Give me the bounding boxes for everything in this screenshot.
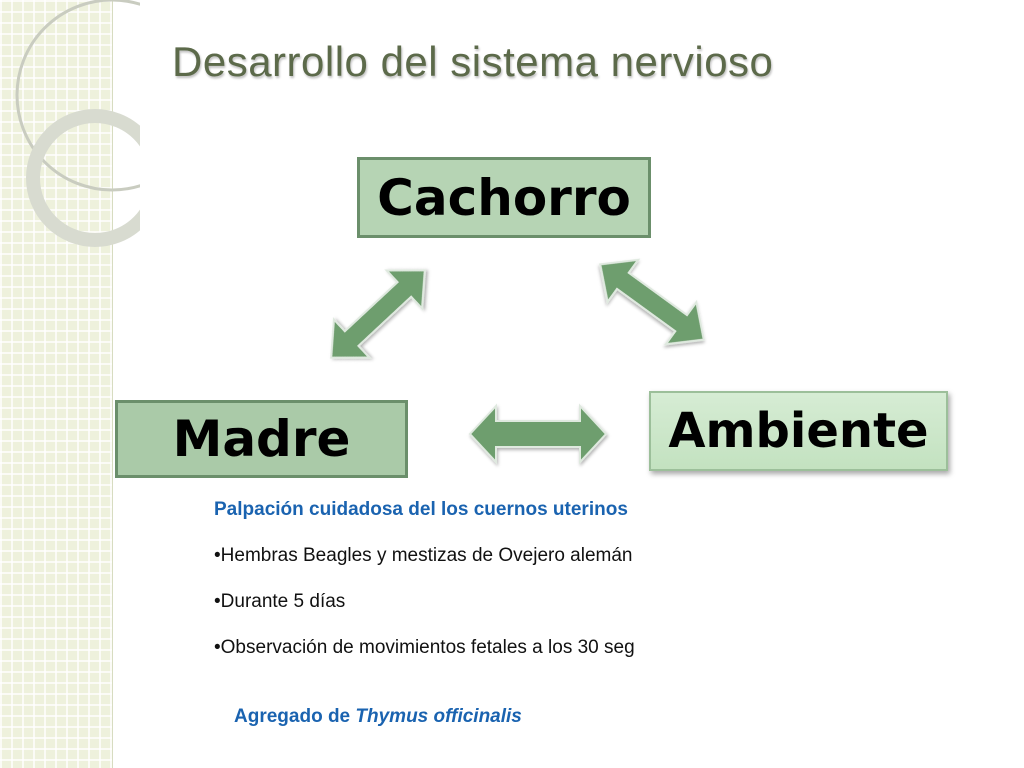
decorative-circles <box>15 0 140 247</box>
notes-bullet: •Hembras Beagles y mestizas de Ovejero a… <box>214 545 633 566</box>
decorative-circle-large <box>15 0 140 192</box>
notes-bullet: •Durante 5 días <box>214 591 346 612</box>
notes-block: Palpación cuidadosa del los cuernos uter… <box>214 498 834 660</box>
decorative-circle-ring <box>26 109 140 247</box>
node-madre-label: Madre <box>172 410 351 468</box>
double-arrow-madre-cachorro <box>330 269 426 359</box>
notes-heading: Palpación cuidadosa del los cuernos uter… <box>214 499 628 520</box>
node-madre: Madre <box>115 400 408 478</box>
footer-species: Thymus officinalis <box>355 706 522 727</box>
notes-bullet: •Observación de movimientos fetales a lo… <box>214 637 635 658</box>
footer-prefix: Agregado de <box>234 706 356 727</box>
node-ambiente-label: Ambiente <box>668 403 929 459</box>
double-arrow-cachorro-ambiente <box>599 258 705 346</box>
footer-note: Agregado de Thymus officinalis <box>234 706 522 728</box>
double-arrow-madre-ambiente <box>468 403 608 465</box>
node-ambiente: Ambiente <box>649 391 948 471</box>
node-cachorro: Cachorro <box>357 157 651 238</box>
slide-title: Desarrollo del sistema nervioso <box>172 38 774 85</box>
node-cachorro-label: Cachorro <box>377 168 631 227</box>
